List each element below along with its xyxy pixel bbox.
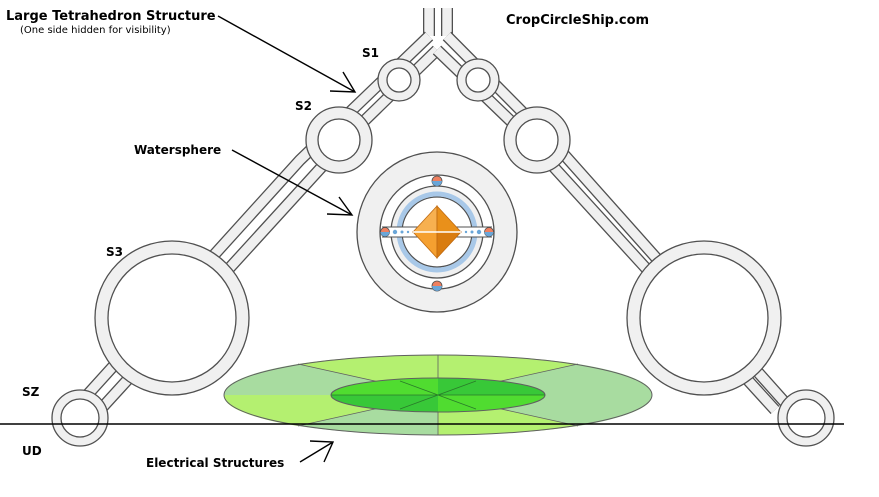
- disc-inner-sector-4: [438, 378, 545, 395]
- watersphere-nodes: [380, 175, 494, 292]
- title-arrow: [217, 15, 357, 93]
- orange-octahedron: [412, 204, 462, 260]
- disc-inner-sector-1: [331, 378, 438, 395]
- label-s1: S1: [362, 46, 379, 60]
- diagram-title: Large Tetrahedron Structure: [6, 9, 216, 24]
- label-s2: S2: [295, 99, 312, 113]
- watersphere: [356, 151, 518, 313]
- structure-nodes: [51, 58, 835, 447]
- label-sz: SZ: [22, 385, 40, 399]
- pointer-arrows: [217, 15, 357, 463]
- label-electrical-structures: Electrical Structures: [146, 456, 284, 470]
- electrical-structures-disc: [223, 354, 653, 436]
- label-ud: UD: [22, 444, 42, 458]
- diagram-subtitle: (One side hidden for visibility): [20, 25, 171, 36]
- axis-dots: [392, 229, 482, 235]
- label-s3: S3: [106, 245, 123, 259]
- disc-inner-sector-2: [331, 395, 438, 412]
- label-watersphere: Watersphere: [134, 143, 221, 157]
- disc-inner-sector-3: [438, 395, 545, 412]
- electrical-arrow: [299, 440, 335, 463]
- site-name: CropCircleShip.com: [506, 13, 649, 28]
- watersphere-arrow: [231, 149, 354, 216]
